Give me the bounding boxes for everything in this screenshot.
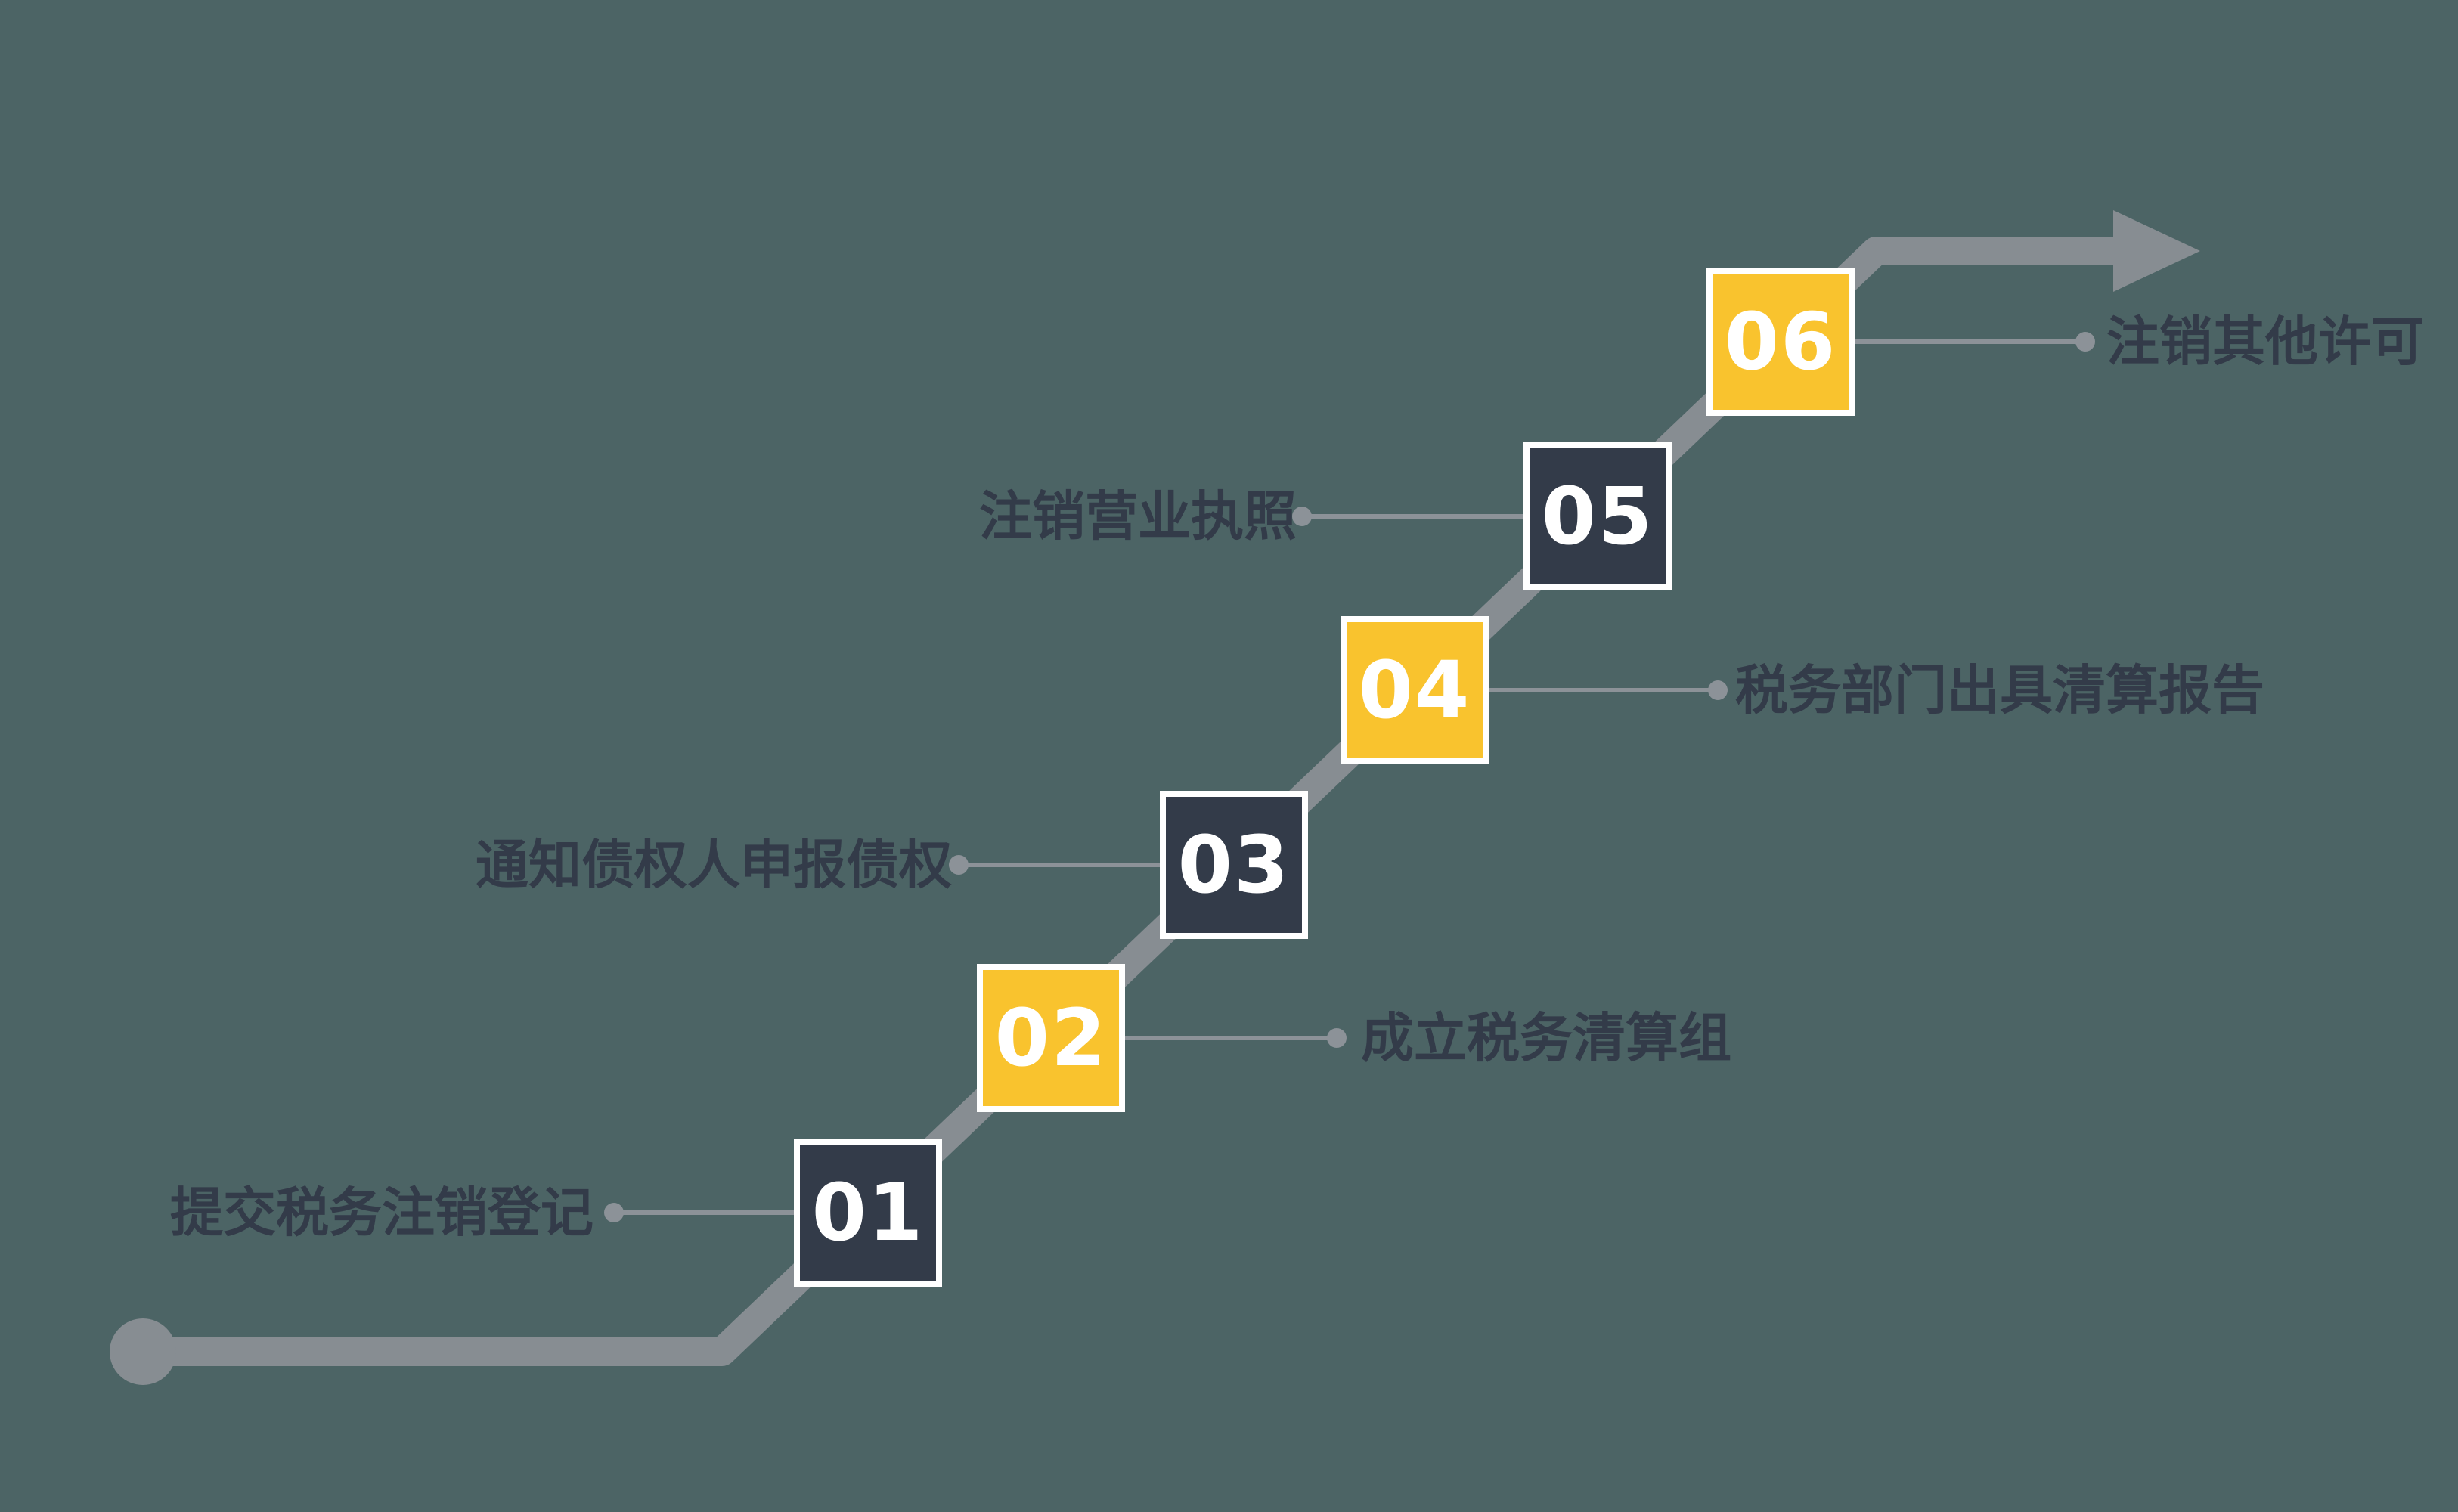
step-label-01: 提交税务注销登记 — [170, 1182, 594, 1244]
connector-dot-step3 — [949, 855, 969, 875]
step-number-02: 02 — [994, 992, 1108, 1084]
connector-dot-step6 — [2075, 332, 2095, 352]
connector-dot-step2 — [1327, 1028, 1347, 1048]
step-label-04: 税务部门出具清算报告 — [1735, 659, 2264, 721]
step-label-03: 通知债权人申报债权 — [476, 834, 952, 896]
step-box-02: 02 — [977, 964, 1125, 1112]
step-number-03: 03 — [1177, 819, 1291, 911]
step-box-01: 01 — [794, 1139, 942, 1287]
connector-dot-step5 — [1292, 507, 1312, 526]
step-box-03: 03 — [1160, 791, 1308, 939]
connector-dot-step1 — [604, 1203, 624, 1222]
start-dot — [110, 1318, 176, 1385]
step-label-05: 注销营业执照 — [979, 485, 1297, 547]
connector-dot-step4 — [1708, 680, 1728, 700]
step-number-06: 06 — [1724, 296, 1837, 388]
step-box-05: 05 — [1523, 442, 1672, 590]
step-number-04: 04 — [1358, 644, 1471, 736]
step-box-06: 06 — [1706, 268, 1855, 416]
step-box-04: 04 — [1341, 616, 1489, 764]
step-label-06: 注销其他许可 — [2106, 311, 2424, 373]
step-number-01: 01 — [811, 1167, 925, 1259]
step-number-05: 05 — [1541, 470, 1654, 562]
step-label-02: 成立税务清算组 — [1361, 1007, 1731, 1069]
arrow-head-icon — [2113, 210, 2200, 292]
